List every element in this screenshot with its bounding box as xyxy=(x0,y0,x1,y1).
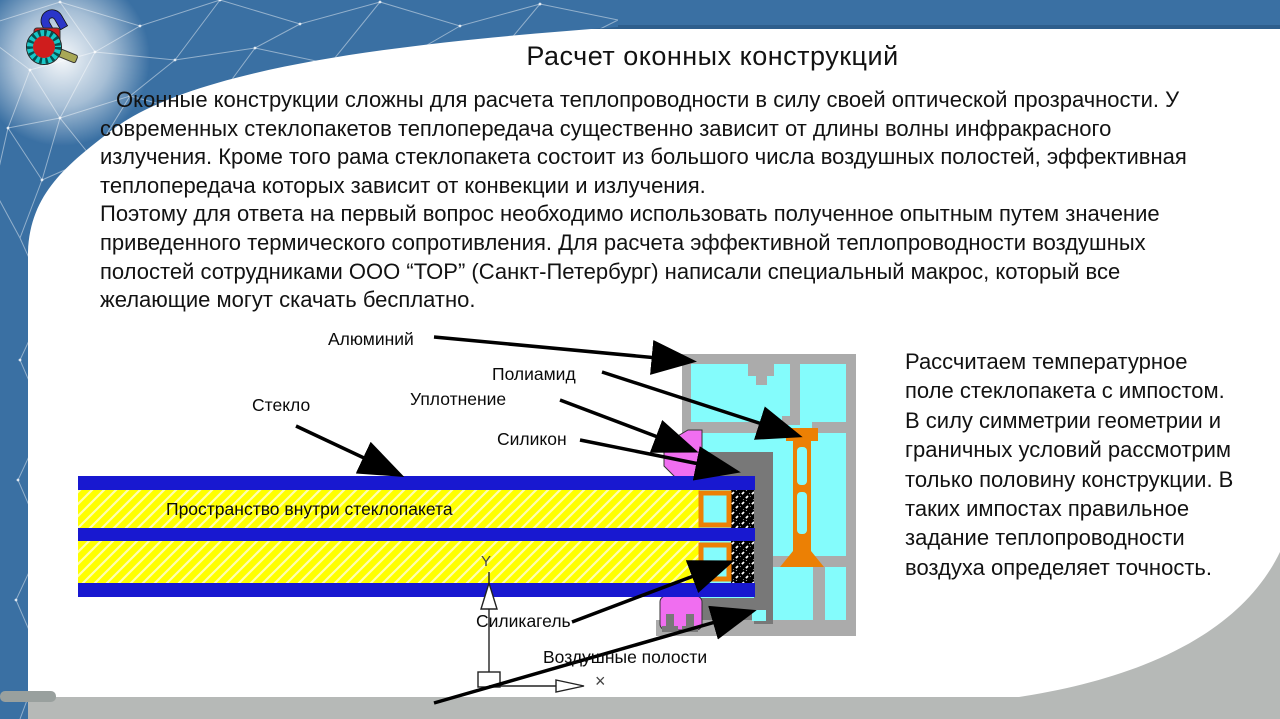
slide-title: Расчет оконных конструкций xyxy=(526,41,899,71)
glazing-unit xyxy=(78,476,755,597)
label-glass: Стекло xyxy=(252,395,311,415)
coordinate-axis-icon xyxy=(477,572,585,693)
axis-x-label: × xyxy=(595,671,606,691)
body-text-block: Оконные конструкции сложны для расчета т… xyxy=(100,86,1200,315)
body-paragraph-1: Оконные конструкции сложны для расчета т… xyxy=(100,87,1187,198)
label-air-cavities: Воздушные полости xyxy=(543,647,708,667)
label-silicone: Силикон xyxy=(497,429,567,449)
magnet-magnifier-logo-icon xyxy=(26,9,78,65)
label-silica-gel: Силикагель xyxy=(476,611,571,631)
label-seal: Уплотнение xyxy=(410,389,507,409)
body-paragraph-2: Поэтому для ответа на первый вопрос необ… xyxy=(100,201,1160,313)
label-aluminum: Алюминий xyxy=(328,329,414,349)
label-polyamide: Полиамид xyxy=(492,364,576,384)
axis-y-label: Y xyxy=(481,553,492,570)
side-note: Рассчитаем температурное поле стеклопаке… xyxy=(905,349,1234,580)
label-space-inside: Пространство внутри стеклопакета xyxy=(166,499,453,519)
callout-arrows xyxy=(295,335,803,705)
